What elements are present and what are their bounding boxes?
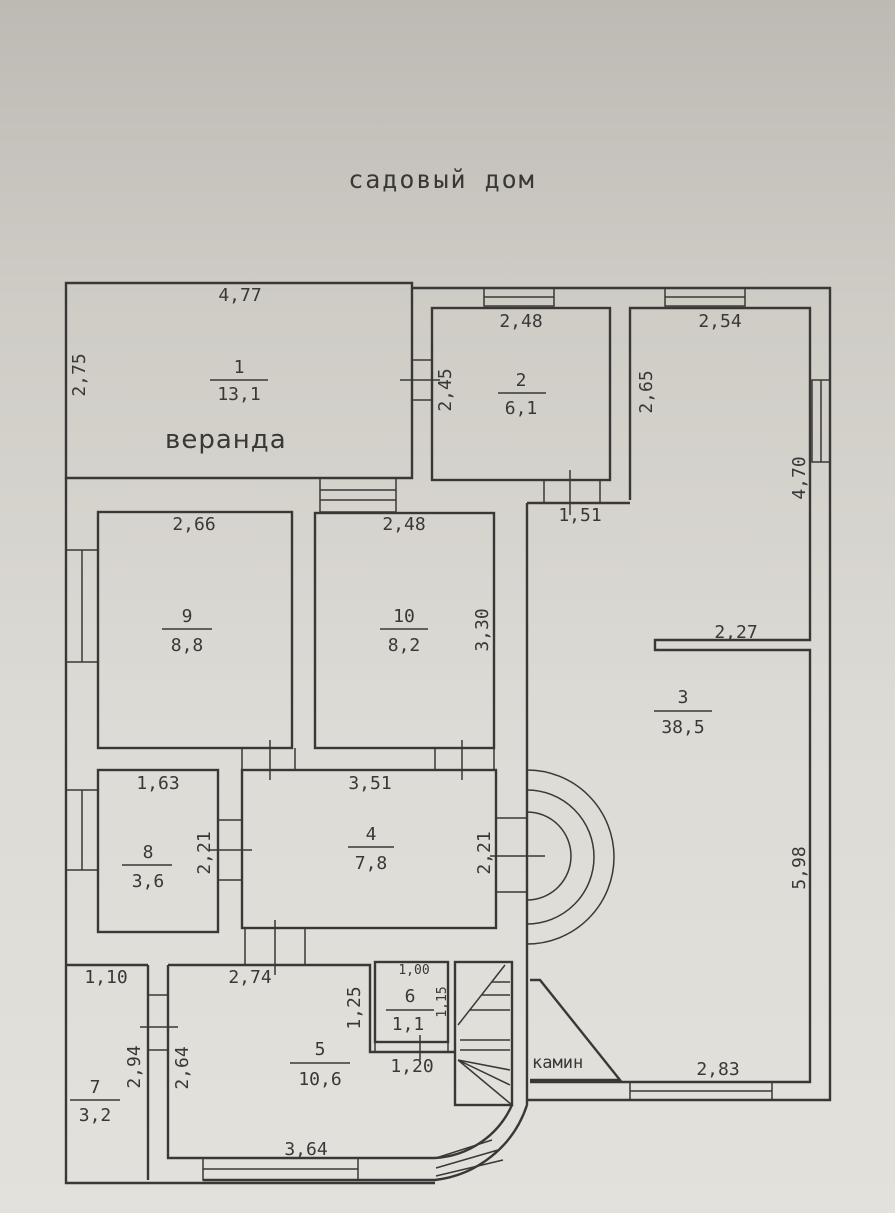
label-dims-r8_h: 2,21 [194, 831, 215, 874]
label-rooms-9-area: 8,2 [388, 635, 421, 656]
room-5: 510,6 [290, 1039, 350, 1090]
label-dims-r3_mid: 2,27 [714, 622, 757, 643]
label-dims-r8_w: 1,63 [136, 773, 179, 794]
label-dims-r2_w: 2,48 [499, 311, 542, 332]
label-dims-r3_b: 2,83 [696, 1059, 739, 1080]
label-rooms-1-area: 6,1 [505, 398, 538, 419]
doors [140, 359, 601, 1060]
plan-title: садовый дом [348, 165, 536, 194]
room-8: 83,6 [122, 842, 172, 892]
label-dims-r7_w: 1,10 [84, 967, 127, 988]
label-dims-r6_w: 1,00 [398, 963, 429, 978]
label-dims-r10_h: 3,30 [472, 608, 493, 651]
label-dims-r5_b: 3,64 [284, 1139, 327, 1160]
label-rooms-8-area: 8,8 [171, 635, 204, 656]
label-dims-r9_w: 2,66 [172, 514, 215, 535]
label-rooms-0-number: 1 [234, 357, 245, 378]
label-dims-r4_w: 3,51 [348, 773, 391, 794]
label-rooms-4-area: 10,6 [298, 1069, 341, 1090]
label-rooms-8-number: 9 [182, 606, 193, 627]
label-dims-r3_r1: 4,70 [789, 456, 810, 499]
label-rooms-6-area: 3,2 [79, 1105, 112, 1126]
room-3: 338,5 [654, 687, 712, 738]
room-2: 26,1 [498, 370, 546, 419]
dimension-labels: 4,77 2,75 2,48 2,45 1,51 2,54 2,65 4,70 … [69, 285, 810, 1160]
windows [65, 287, 831, 1181]
label-dims-r5_r: 1,25 [344, 986, 365, 1029]
room-4: 47,8 [348, 824, 394, 874]
room-7: 73,2 [70, 1077, 120, 1126]
room-walls [96, 306, 812, 1182]
label-rooms-7-area: 3,6 [132, 871, 165, 892]
veranda-label: веранда [165, 425, 287, 455]
label-dims-r3_w: 2,54 [698, 311, 741, 332]
label-rooms-3-area: 7,8 [355, 853, 388, 874]
label-dims-r2_h: 2,45 [435, 368, 456, 411]
label-rooms-1-number: 2 [516, 370, 527, 391]
fireplace-label: камин [532, 1053, 583, 1073]
label-dims-r5_h: 2,64 [172, 1046, 193, 1089]
label-dims-r2_b: 1,51 [558, 505, 601, 526]
label-dims-r4_h: 2,21 [474, 831, 495, 874]
label-dims-r6_h: 1,15 [435, 986, 450, 1017]
label-dims-r6_b: 1,20 [390, 1056, 433, 1077]
room-10: 108,2 [380, 606, 428, 656]
label-rooms-3-number: 4 [366, 824, 377, 845]
staircase [435, 964, 513, 1177]
label-rooms-2-number: 3 [678, 687, 689, 708]
room-6: 61,1 [386, 986, 434, 1035]
label-rooms-5-number: 6 [405, 986, 416, 1007]
label-rooms-6-number: 7 [90, 1077, 101, 1098]
label-rooms-4-number: 5 [315, 1039, 326, 1060]
label-dims-r1_h: 2,75 [69, 353, 90, 396]
room-9: 98,8 [162, 606, 212, 656]
label-dims-r10_w: 2,48 [382, 514, 425, 535]
label-rooms-2-area: 38,5 [661, 717, 704, 738]
semicircle-porch [526, 769, 615, 945]
label-rooms-0-area: 13,1 [217, 384, 260, 405]
label-dims-r3_r2: 5,98 [789, 846, 810, 889]
label-rooms-5-area: 1,1 [392, 1014, 425, 1035]
label-dims-r3_l: 2,65 [636, 370, 657, 413]
label-dims-r7_h: 2,94 [124, 1045, 145, 1088]
fireplace: камин [530, 978, 623, 1082]
room-1: 1 13,1 веранда [165, 357, 287, 455]
label-dims-r5_w: 2,74 [228, 967, 271, 988]
label-rooms-7-number: 8 [143, 842, 154, 863]
label-rooms-9-number: 10 [393, 606, 415, 627]
label-dims-r1_w: 4,77 [218, 285, 261, 306]
